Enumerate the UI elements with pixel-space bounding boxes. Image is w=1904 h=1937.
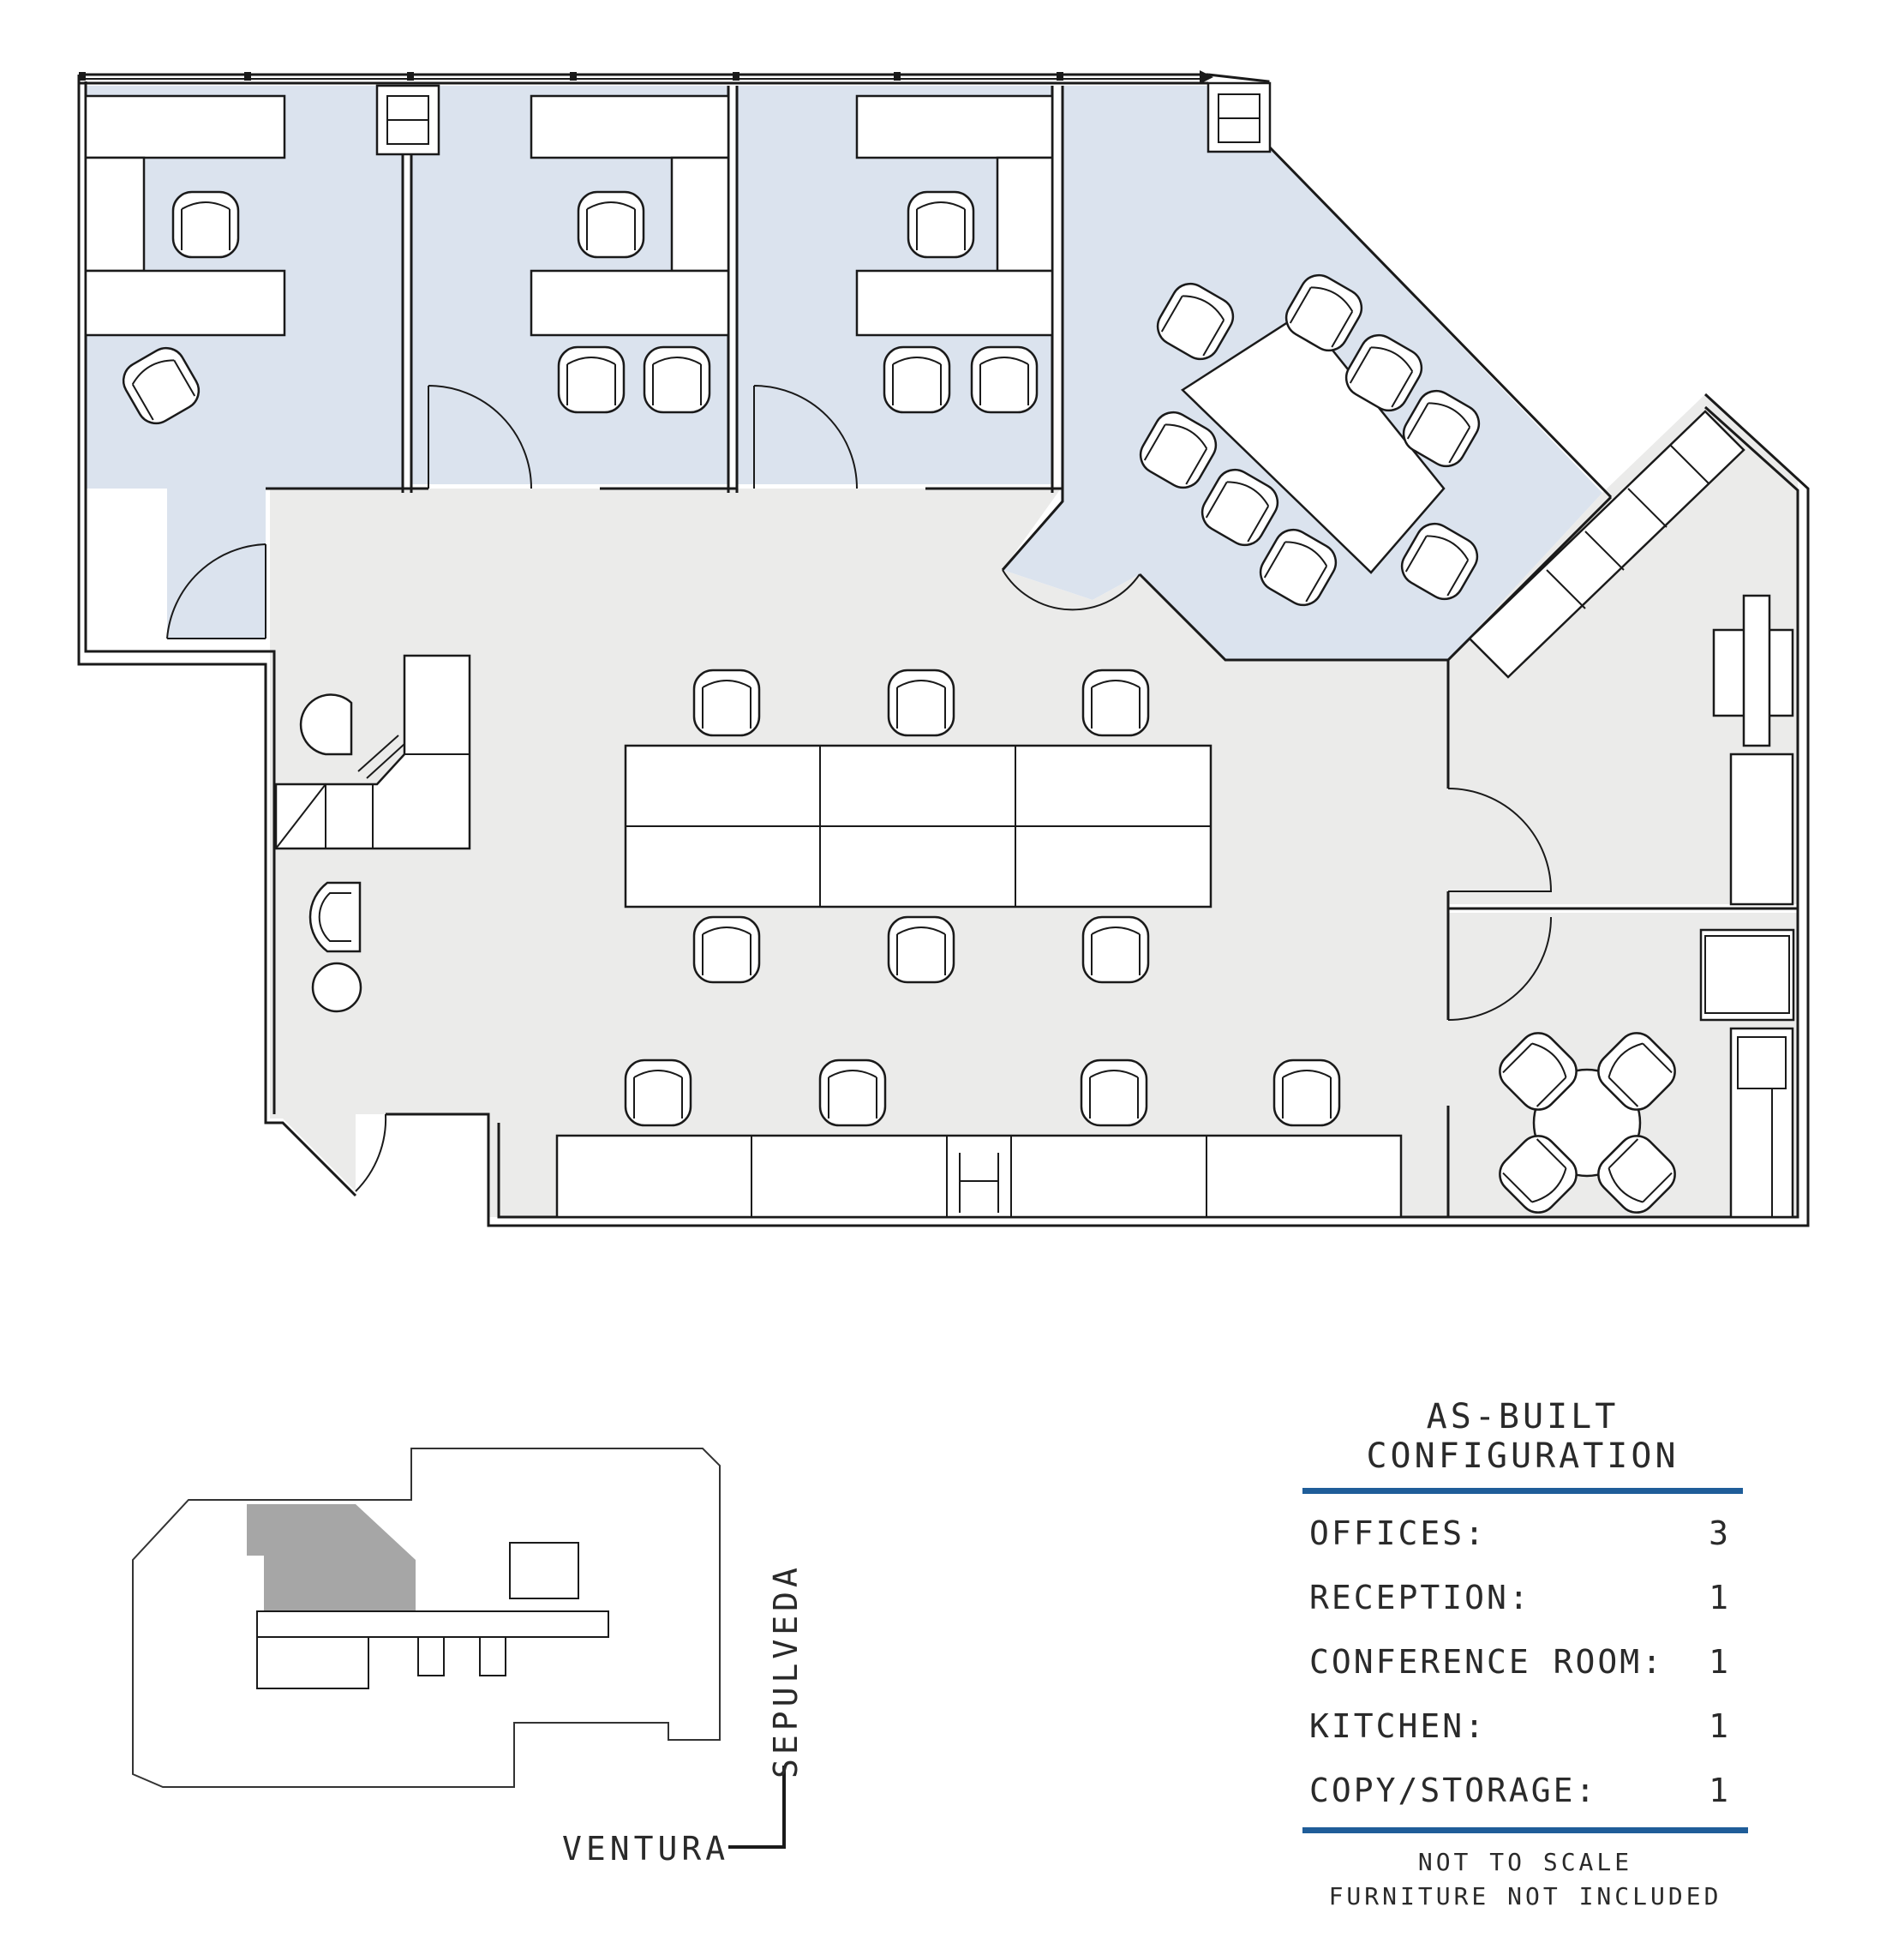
door-swing-icon: [355, 1113, 387, 1192]
door-swing-icon: [753, 385, 858, 489]
legend-row-conference: CONFERENCE ROOM: 1: [1302, 1629, 1748, 1694]
note-not-to-scale: NOT TO SCALE: [1417, 1848, 1633, 1876]
door-swings: [166, 385, 1553, 1192]
chair-icon: [643, 345, 711, 414]
bottom-counter: [555, 1134, 1403, 1219]
street-label-sepulveda: SEPULVEDA: [767, 1563, 805, 1778]
chair-icon: [1200, 468, 1279, 547]
central-tables: [624, 744, 1212, 909]
door-swing-icon: [1002, 569, 1141, 611]
chair-icon: [1081, 915, 1150, 984]
chair-icon: [1499, 1032, 1578, 1111]
chair-icon: [1597, 1032, 1676, 1111]
legend-row-offices: OFFICES: 3: [1302, 1501, 1748, 1565]
door-swing-icon: [428, 385, 532, 489]
chair-icon: [883, 345, 951, 414]
conference-table: [1180, 311, 1446, 574]
copy-storage-area: [1448, 394, 1798, 904]
legend-label: COPY/STORAGE:: [1309, 1771, 1598, 1809]
chair-icon: [1081, 669, 1150, 737]
chair-icon: [887, 669, 955, 737]
chair-icon: [818, 1058, 887, 1127]
configuration-legend: AS-BUILT CONFIGURATION OFFICES: 3 RECEPT…: [1302, 1397, 1748, 1914]
legend-rows: OFFICES: 3 RECEPTION: 1 CONFERENCE ROOM:…: [1302, 1494, 1748, 1833]
chair-icon: [557, 345, 626, 414]
chair-icon: [1499, 1135, 1578, 1214]
chair-icon: [970, 345, 1039, 414]
chair-icon: [1284, 273, 1363, 352]
legend-label: OFFICES:: [1309, 1514, 1488, 1552]
legend-label: KITCHEN:: [1309, 1706, 1488, 1745]
chair-icon: [907, 190, 975, 259]
chair-icon: [1597, 1135, 1676, 1214]
legend-value: 1: [1709, 1578, 1731, 1616]
chair-icon: [577, 190, 645, 259]
chair-icon: [1344, 333, 1423, 412]
compass-corner-icon: [728, 1766, 786, 1849]
office-1-area: [86, 86, 403, 639]
legend-title: AS-BUILT CONFIGURATION: [1302, 1397, 1743, 1494]
door-swing-icon: [1447, 916, 1552, 1021]
legend-value: 1: [1709, 1642, 1731, 1681]
building-outline: [132, 1448, 721, 1788]
reception-desk: [274, 654, 471, 850]
site-key-plan: [132, 1448, 721, 1788]
legend-row-kitchen: KITCHEN: 1: [1302, 1694, 1748, 1758]
legend-value: 3: [1709, 1514, 1731, 1552]
legend-label: CONFERENCE ROOM:: [1309, 1642, 1665, 1681]
legend-row-copy-storage: COPY/STORAGE: 1: [1302, 1758, 1748, 1822]
legend-label: RECEPTION:: [1309, 1578, 1531, 1616]
chair-icon: [887, 915, 955, 984]
chair-icon: [1080, 1058, 1148, 1127]
chair-icon: [1272, 1058, 1341, 1127]
legend-note: NOT TO SCALE FURNITURE NOT INCLUDED: [1302, 1845, 1748, 1914]
legend-value: 1: [1709, 1706, 1731, 1745]
chair-icon: [1156, 282, 1235, 361]
suite-highlight: [247, 1504, 416, 1611]
legend-value: 1: [1709, 1771, 1731, 1809]
chairs: [122, 190, 1676, 1214]
chair-icon: [624, 1058, 692, 1127]
chair-icon: [692, 915, 761, 984]
door-swing-icon: [1447, 788, 1553, 892]
office-2-furniture: [530, 94, 730, 337]
chair-icon: [1259, 528, 1338, 607]
chair-icon: [1139, 411, 1218, 489]
chair-icon: [1400, 522, 1479, 601]
legend-row-reception: RECEPTION: 1: [1302, 1565, 1748, 1629]
chair-icon: [122, 346, 201, 425]
lounge-seating: [308, 881, 362, 1013]
note-furniture: FURNITURE NOT INCLUDED: [1328, 1882, 1722, 1910]
office-1-furniture: [84, 94, 286, 337]
chair-icon: [1402, 389, 1481, 468]
chair-icon: [171, 190, 240, 259]
chair-icon: [692, 669, 761, 737]
street-label-ventura: VENTURA: [562, 1830, 730, 1868]
office-3-furniture: [855, 94, 1054, 337]
copy-storage-cabinets: [1468, 410, 1794, 906]
door-swing-icon: [166, 543, 266, 639]
